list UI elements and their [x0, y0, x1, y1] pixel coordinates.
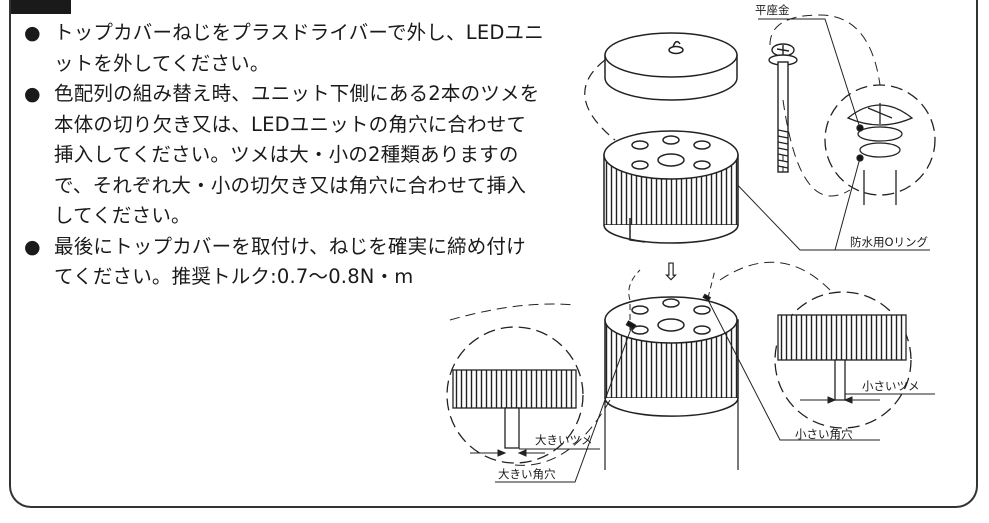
dimension-arrows [470, 396, 880, 457]
screw-illustration [768, 43, 798, 173]
label-small-hole: 小さい角穴 [795, 427, 853, 441]
instruction-item-insert-tabs: ● 色配列の組み替え時、ユニット下側にある2本のツメを本体の切り欠き又は、LED… [24, 79, 544, 232]
instruction-list: ● トップカバーねじをプラスドライバーで外し、LEDユニットを外してください。 … [24, 18, 544, 293]
label-small-tab: 小さいツメ [862, 379, 920, 393]
instruction-item-remove-cover: ● トップカバーねじをプラスドライバーで外し、LEDユニットを外してください。 [24, 18, 544, 79]
label-large-hole: 大きい角穴 [498, 467, 556, 481]
down-arrow-icon: ⇩ [661, 258, 681, 286]
magnified-seal-view [824, 84, 936, 205]
magnified-large-tab-view [446, 326, 584, 464]
label-large-tab: 大きいツメ [535, 433, 593, 447]
instruction-text: 最後にトップカバーを取付け、ねじを確実に締め付けてください。推奨トルク:0.7〜… [54, 234, 526, 289]
led-unit-illustration-upper [603, 130, 739, 244]
top-cover-illustration [604, 32, 738, 101]
led-unit-illustration-lower [604, 293, 739, 470]
instruction-text: トップカバーねじをプラスドライバーで外し、LEDユニットを外してください。 [54, 21, 544, 75]
instruction-item-fasten-cover: ● 最後にトップカバーを取付け、ねじを確実に締め付けてください。推奨トルク:0.… [24, 232, 544, 293]
label-o-ring: 防水用Oリング [850, 235, 929, 249]
bullet-icon: ● [24, 22, 41, 44]
magnified-small-tab-view [774, 291, 912, 429]
assembly-diagram: 平座金 防水用Oリング ⇩ [446, 3, 936, 483]
instruction-panel-frame [9, 0, 978, 508]
bullet-icon: ● [24, 83, 41, 105]
instruction-text: 色配列の組み替え時、ユニット下側にある2本のツメを本体の切り欠き又は、LEDユニ… [54, 82, 540, 227]
label-flat-washer: 平座金 [755, 3, 790, 17]
bullet-icon: ● [24, 235, 41, 258]
